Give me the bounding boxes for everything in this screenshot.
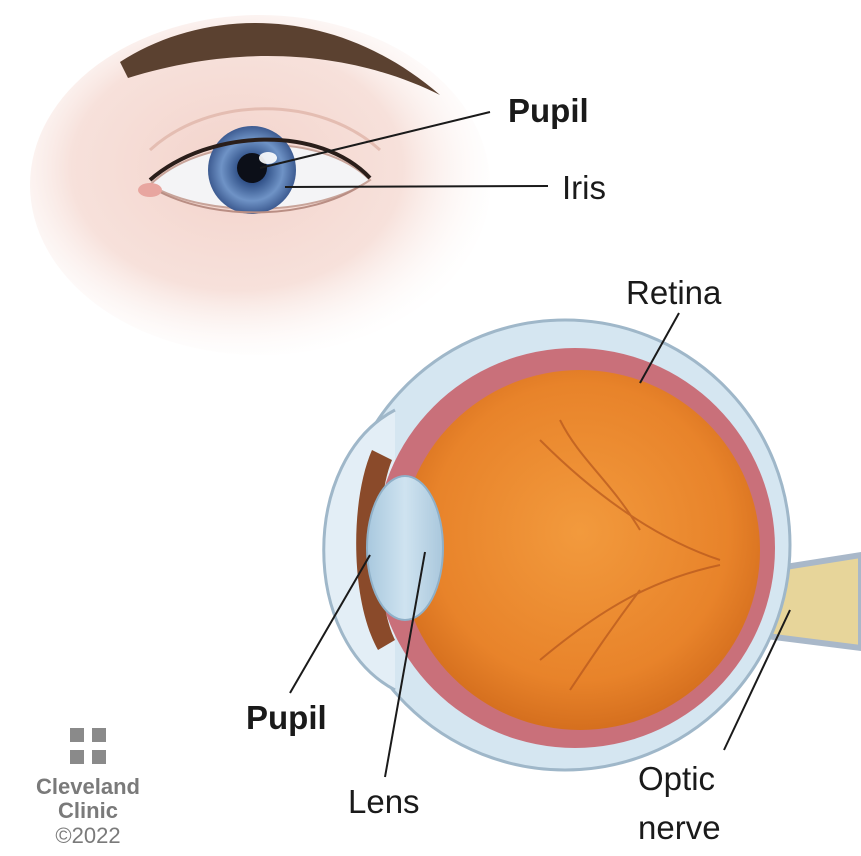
external-eye [30, 15, 490, 355]
label-retina: Retina [626, 276, 721, 309]
eye-cross-section [324, 320, 861, 770]
logo-name-line1: Cleveland [28, 775, 148, 799]
logo-copyright: ©2022 [28, 823, 148, 849]
lens-graphic [367, 476, 443, 620]
label-lens: Lens [348, 785, 420, 818]
eye-highlight [259, 152, 277, 164]
cleveland-clinic-logo: Cleveland Clinic ©2022 [28, 728, 148, 849]
leader-iris [285, 186, 548, 187]
label-pupil-bottom: Pupil [246, 701, 327, 734]
logo-mark-icon [70, 728, 106, 764]
label-iris: Iris [562, 171, 606, 204]
label-pupil-top: Pupil [508, 94, 589, 127]
label-optic: Optic [638, 762, 715, 795]
tear-duct [138, 183, 162, 197]
label-nerve: nerve [638, 811, 721, 844]
logo-name-line2: Clinic [28, 799, 148, 823]
